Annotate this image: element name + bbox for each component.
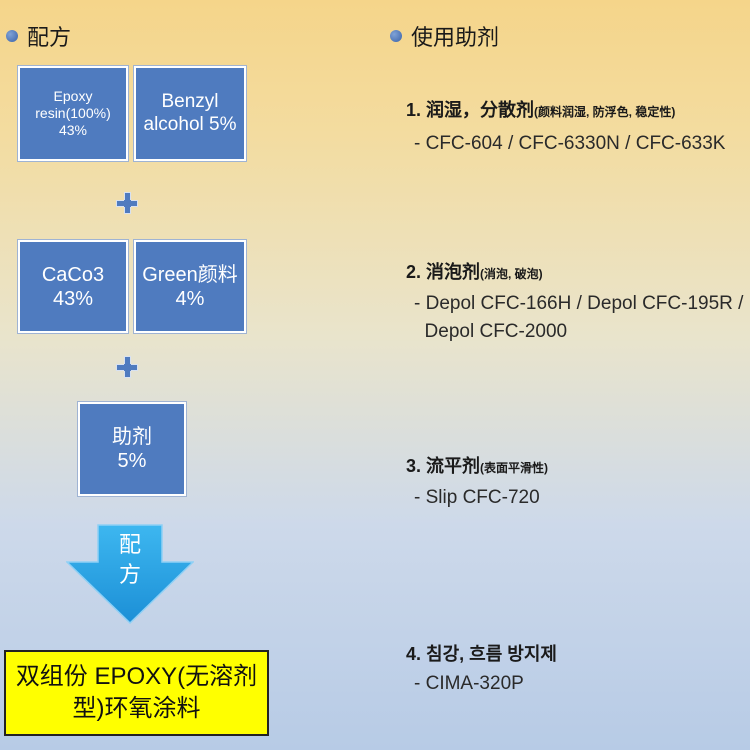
benzyl-alcohol-box: Benzyl alcohol 5% [134, 66, 246, 161]
item-1-title: 1. 润湿，分散剂(颜料润湿, 防浮色, 稳定性) [406, 96, 746, 122]
item-1-subtitle: (颜料润湿, 防浮色, 稳定性) [534, 105, 676, 119]
item-2: 2. 消泡剂(消泡, 破泡) - Depol CFC-166H / Depol … [406, 258, 750, 345]
down-arrow-icon [66, 524, 194, 624]
additive-box: 助剂 5% [78, 402, 186, 496]
item-2-line-1: - Depol CFC-166H / Depol CFC-195R / [414, 293, 744, 314]
caco3-line2: 43% [52, 287, 94, 310]
item-3-title-text: 3. 流平剂 [406, 456, 481, 476]
epoxy-line1: Epoxy [53, 88, 93, 105]
item-3-subtitle: (表面平滑性) [480, 461, 549, 475]
item-2-subtitle: (消泡, 破泡) [480, 267, 543, 281]
item-3-line-1: - Slip CFC-720 [414, 487, 540, 508]
right-heading: 使用助剂 [390, 20, 499, 52]
benzyl-line2: alcohol 5% [143, 113, 237, 135]
right-heading-text: 使用助剂 [411, 25, 500, 50]
green-line1: Green颜料 [142, 263, 238, 286]
bullet-dot-icon [6, 30, 18, 42]
bullet-dot-icon [390, 30, 402, 42]
item-4: 4. 침강, 흐름 방지제 - CIMA-320P [406, 640, 746, 698]
item-1-line-1: - CFC-604 / CFC-6330N / CFC-633K [414, 133, 726, 154]
result-line2: 型)环氧涂料 [72, 695, 201, 722]
result-line1: 双组份 EPOXY(无溶剂 [15, 662, 258, 690]
caco3-box: CaCo3 43% [18, 240, 128, 333]
arrow-label: 配 方 [106, 530, 154, 589]
additive-line2: 5% [117, 450, 147, 472]
arrow-label-line1: 配 [118, 532, 141, 557]
additive-line1: 助剂 [112, 426, 152, 448]
epoxy-resin-box: Epoxy resin(100%) 43% [18, 66, 128, 161]
epoxy-line2: resin(100%) [35, 105, 111, 122]
result-box: 双组份 EPOXY(无溶剂 型)环氧涂料 [4, 650, 269, 736]
plus-icon [116, 356, 138, 378]
benzyl-line1: Benzyl [161, 90, 219, 112]
green-line2: 4% [175, 287, 205, 310]
item-1-title-text: 1. 润湿，分散剂 [406, 100, 535, 120]
caco3-line1: CaCo3 [41, 263, 105, 286]
item-2-title: 2. 消泡剂(消泡, 破泡) [406, 258, 750, 284]
left-heading-text: 配方 [27, 25, 72, 50]
item-1: 1. 润湿，分散剂(颜料润湿, 防浮色, 稳定性) - CFC-604 / CF… [406, 96, 746, 158]
item-4-title: 4. 침강, 흐름 방지제 [406, 640, 746, 666]
item-4-line-1: - CIMA-320P [414, 673, 524, 694]
item-2-title-text: 2. 消泡剂 [406, 262, 481, 282]
plus-icon [116, 192, 138, 214]
arrow-label-line2: 方 [118, 561, 141, 587]
green-pigment-box: Green颜料 4% [134, 240, 246, 333]
left-heading: 配方 [6, 20, 71, 52]
item-4-title-text: 4. 침강, 흐름 방지제 [406, 644, 557, 664]
item-2-line-2: Depol CFC-2000 [414, 320, 568, 342]
item-3-title: 3. 流平剂(表面平滑性) [406, 452, 746, 478]
epoxy-line3: 43% [58, 121, 88, 138]
item-3: 3. 流平剂(表面平滑性) - Slip CFC-720 [406, 452, 746, 512]
